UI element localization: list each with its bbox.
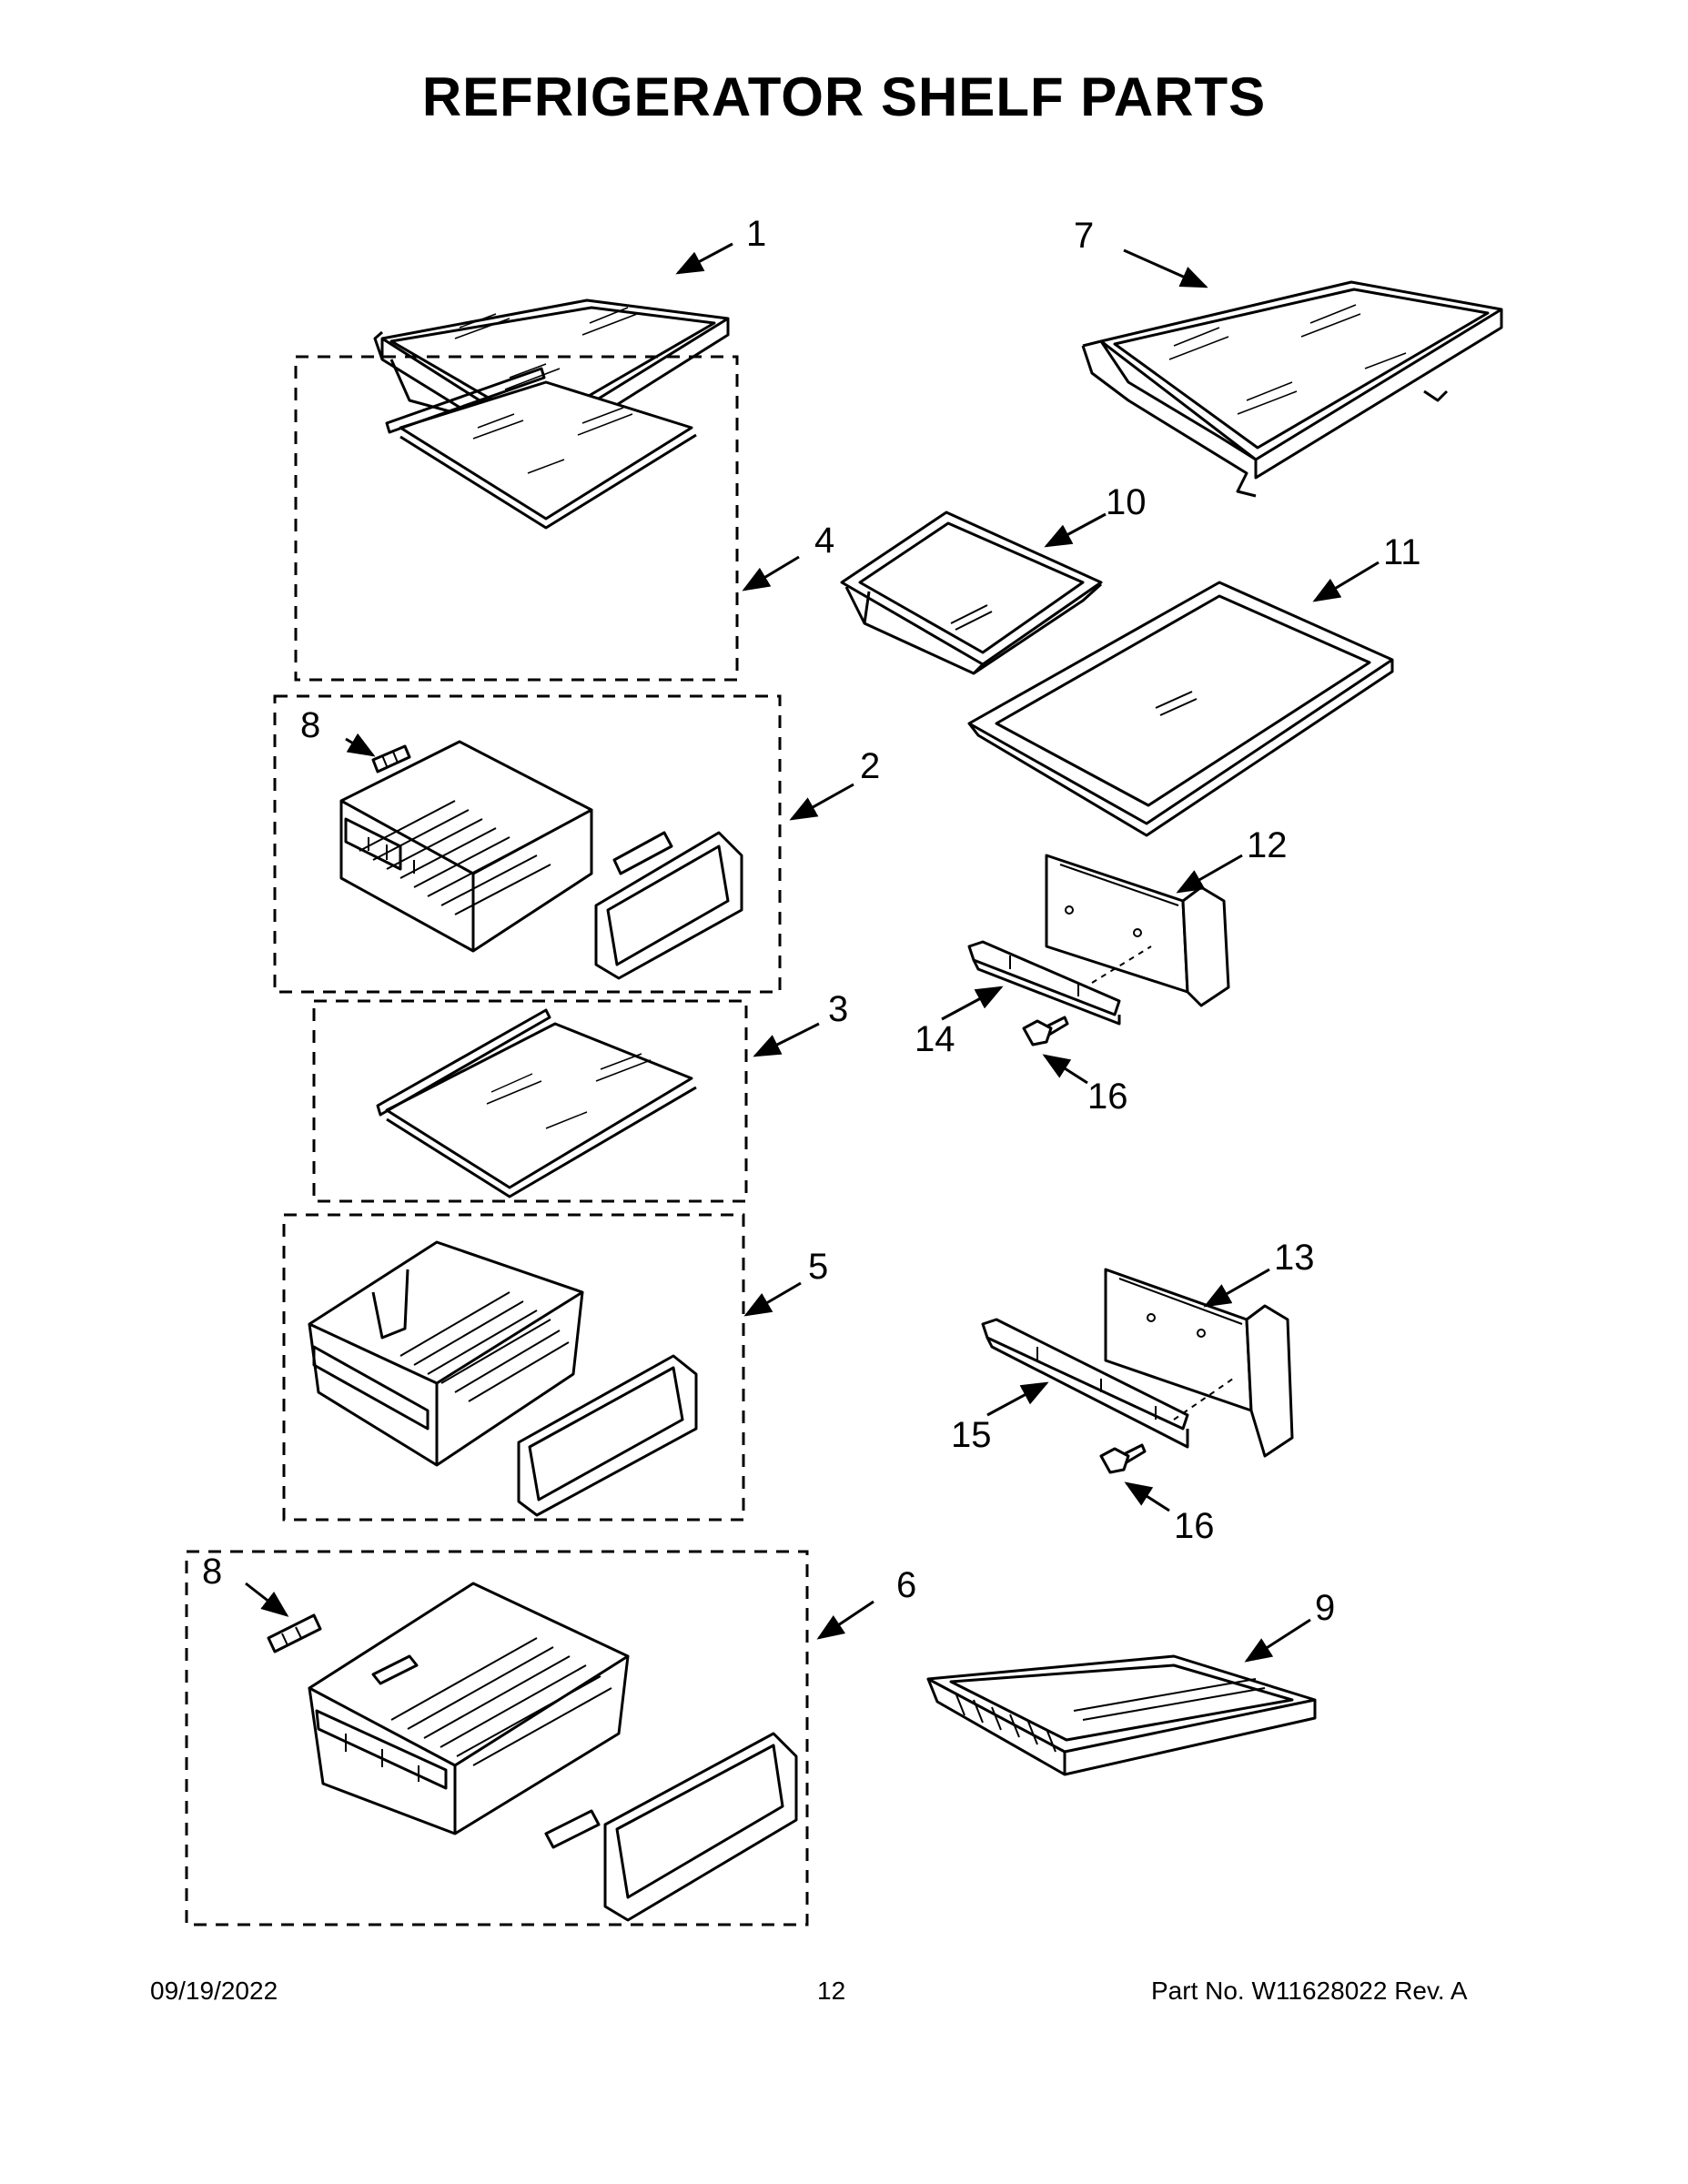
part-2-drawer-front [594, 831, 743, 980]
callout-8-top: 8 [300, 705, 320, 745]
part-6-crisper-drawer [308, 1582, 630, 1835]
callout-1: 1 [746, 214, 766, 254]
callout-2: 2 [860, 746, 880, 786]
part-12-cover [1045, 854, 1230, 1007]
callout-7: 7 [1074, 216, 1094, 256]
callout-15: 15 [951, 1415, 992, 1455]
callout-8-bottom: 8 [202, 1552, 222, 1592]
page-title: REFRIGERATOR SHELF PARTS [421, 66, 1267, 127]
callout-5: 5 [808, 1247, 828, 1287]
part-4-group-box [294, 355, 739, 682]
part-3-group-box [312, 999, 748, 1203]
callout-13: 13 [1274, 1238, 1315, 1278]
part-6-drawer-front [544, 1732, 798, 1922]
callout-6: 6 [896, 1565, 916, 1605]
callout-4: 4 [814, 521, 834, 561]
footer-date: 09/19/2022 [150, 1977, 278, 2005]
part-15-rail [981, 1318, 1234, 1449]
callout-16-upper: 16 [1087, 1077, 1128, 1117]
part-7-glass-shelf [1081, 280, 1503, 498]
part-13-cover [1104, 1268, 1294, 1458]
part-5-deli-drawer [308, 1240, 584, 1467]
part-5-group-box [282, 1213, 745, 1522]
part-2-crisper-drawer [339, 740, 593, 953]
part-4-shelf [385, 367, 697, 530]
part-11-tray [967, 581, 1394, 837]
callout-10: 10 [1106, 482, 1147, 522]
part-2-group-box [273, 694, 782, 994]
footer-page-number: 12 [817, 1977, 846, 2005]
part-1-glass-shelf [373, 298, 730, 457]
footer-part-number: Part No. W11628022 Rev. A [1151, 1977, 1468, 2005]
callout-9: 9 [1315, 1588, 1335, 1628]
callout-16-lower: 16 [1174, 1506, 1215, 1546]
callout-14: 14 [915, 1019, 955, 1059]
part-8-humidity-slider-bottom [267, 1613, 322, 1653]
callout-3: 3 [828, 989, 848, 1029]
part-16-screw-upper [1022, 1016, 1069, 1046]
part-8-humidity-slider-top [371, 744, 411, 774]
part-14-rail [967, 940, 1152, 1026]
part-16-screw-lower [1099, 1443, 1147, 1474]
callout-12: 12 [1247, 825, 1288, 865]
part-9-tray-shelf [926, 1654, 1317, 1776]
part-6-group-box [185, 1550, 809, 1926]
part-5-drawer-front [517, 1354, 698, 1517]
part-3-shelf [376, 1008, 697, 1198]
part-10-bin [840, 511, 1103, 675]
callout-11: 11 [1383, 532, 1421, 572]
